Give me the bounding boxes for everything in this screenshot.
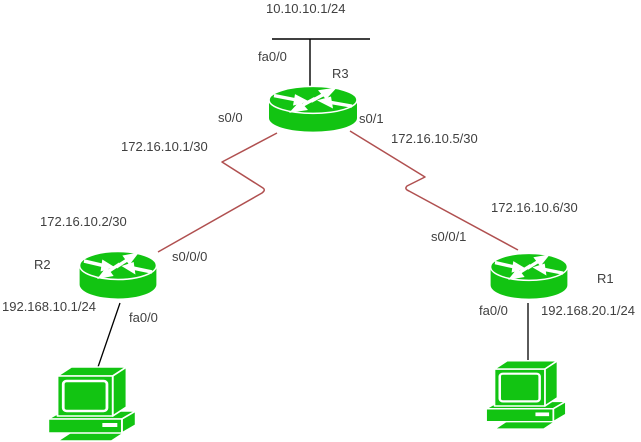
label-r1-fa00: fa0/0: [479, 303, 508, 318]
label-r3-s00: s0/0: [218, 110, 243, 125]
router-r3-icon[interactable]: [266, 84, 360, 136]
serial-link-r3-r2[interactable]: [157, 132, 278, 253]
label-r3-name: R3: [332, 66, 349, 81]
label-r1-name: R1: [597, 271, 614, 286]
label-serial-left-r3-ip: 172.16.10.1/30: [121, 139, 208, 154]
router-r2-icon[interactable]: [77, 249, 159, 303]
label-lan3-network: 10.10.10.1/24: [266, 1, 346, 16]
ethernet-link-r2-pc[interactable]: [97, 302, 121, 368]
label-r2-fa00: fa0/0: [129, 310, 158, 325]
label-r2-lan-ip: 192.168.10.1/24: [2, 299, 96, 314]
router-r1-icon[interactable]: [488, 251, 570, 303]
pc-left-icon[interactable]: [46, 364, 138, 442]
label-r2-s000: s0/0/0: [172, 249, 208, 264]
label-r3-fa00: fa0/0: [258, 49, 287, 64]
label-r1-s001: s0/0/1: [431, 229, 467, 244]
label-r1-lan-ip: 192.168.20.1/24: [541, 303, 635, 318]
label-serial-right-r3-ip: 172.16.10.5/30: [391, 131, 478, 146]
label-serial-left-r2-ip: 172.16.10.2/30: [40, 214, 127, 229]
label-serial-right-r1-ip: 172.16.10.6/30: [491, 200, 578, 215]
pc-right-icon[interactable]: [484, 358, 568, 430]
label-r2-name: R2: [34, 257, 51, 272]
serial-link-r3-r1[interactable]: [349, 130, 519, 251]
label-r3-s01: s0/1: [359, 111, 384, 126]
